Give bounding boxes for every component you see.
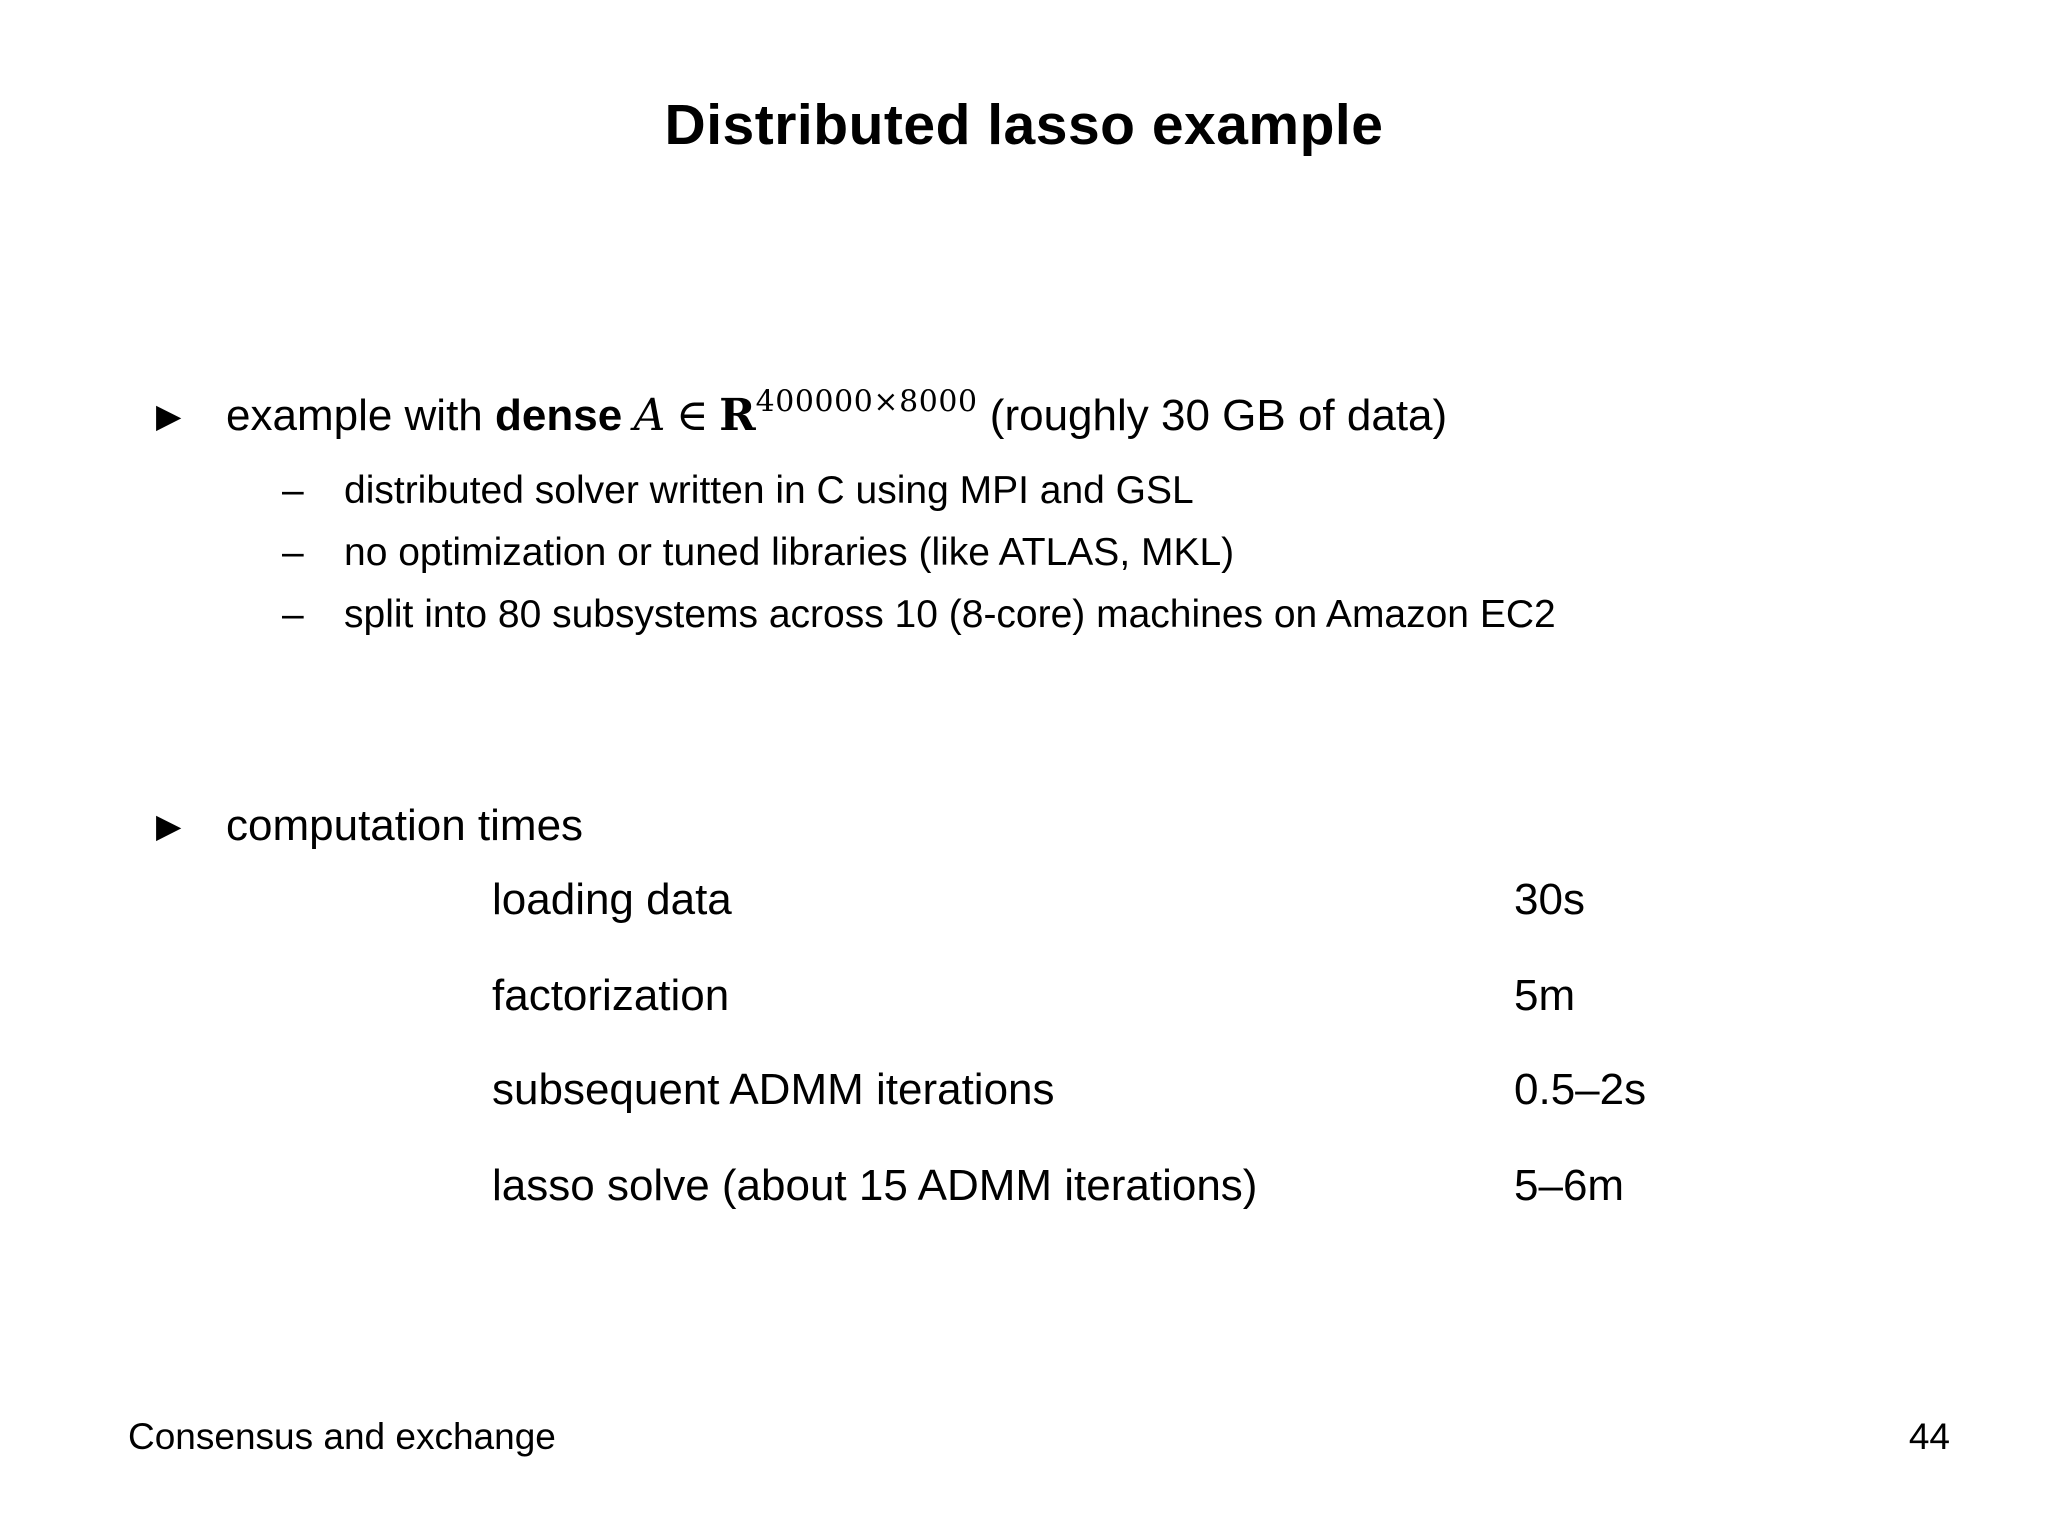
footer: Consensus and exchange 44 bbox=[128, 1414, 1950, 1460]
table-row-value: 30s bbox=[1514, 875, 1585, 924]
table-row-value: 5m bbox=[1514, 971, 1576, 1020]
table-row-value: 5–6m bbox=[1514, 1161, 1625, 1210]
subitem-text: split into 80 subsystems across 10 (8-co… bbox=[344, 593, 1556, 636]
bullet-text-prefix: example with bbox=[226, 391, 496, 440]
dash-bullet-icon: – bbox=[282, 531, 304, 574]
triangle-bullet-icon: ▶ bbox=[156, 807, 182, 844]
table-row-label: factorization bbox=[492, 971, 730, 1020]
subitem-split-subsystems: – split into 80 subsystems across 10 (8-… bbox=[282, 590, 1556, 640]
subitem-solver: – distributed solver written in C using … bbox=[282, 466, 1194, 516]
subitem-text: distributed solver written in C using MP… bbox=[344, 469, 1194, 512]
subitem-text: no optimization or tuned libraries (like… bbox=[344, 531, 1235, 574]
footer-page-number: 44 bbox=[1908, 1416, 1950, 1457]
table-row-label: loading data bbox=[492, 875, 732, 924]
bullet-text-bold-dense: dense bbox=[495, 391, 623, 440]
table-row-label: subsequent ADMM iterations bbox=[492, 1065, 1055, 1114]
bullet-item-computation-times: ▶ computation times bbox=[156, 796, 584, 856]
math-variable-A: A bbox=[633, 390, 666, 441]
footer-section-title: Consensus and exchange bbox=[128, 1416, 556, 1457]
table-row-value: 0.5–2s bbox=[1514, 1065, 1647, 1114]
dash-bullet-icon: – bbox=[282, 593, 304, 636]
dash-bullet-icon: – bbox=[282, 469, 304, 512]
bullet-text-suffix: (roughly 30 GB of data) bbox=[977, 391, 1448, 440]
bullet-text: computation times bbox=[226, 801, 584, 850]
math-set-R: R bbox=[719, 390, 756, 441]
table-row-label: lasso solve (about 15 ADMM iterations) bbox=[492, 1161, 1258, 1210]
math-superscript-dimensions: 400000×8000 bbox=[755, 384, 978, 420]
triangle-bullet-icon: ▶ bbox=[156, 397, 182, 434]
math-element-of-symbol: ∈ bbox=[675, 390, 709, 441]
slide-title: Distributed lasso example bbox=[664, 93, 1384, 157]
subitem-no-optimization: – no optimization or tuned libraries (li… bbox=[282, 528, 1235, 578]
